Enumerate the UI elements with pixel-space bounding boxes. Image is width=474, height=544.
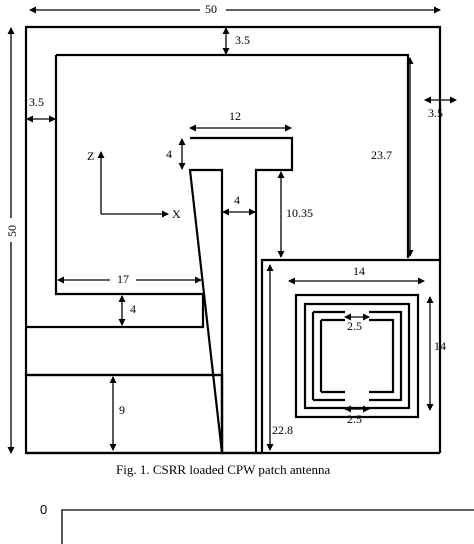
z-axis-label: Z bbox=[87, 149, 94, 163]
dim-right-ground: 22.8 bbox=[272, 423, 293, 437]
dim-height-left: 50 bbox=[5, 225, 19, 237]
t-patch-outline bbox=[188, 136, 294, 454]
dim-gap-top: 3.5 bbox=[235, 33, 250, 47]
dim-csrr-width: 14 bbox=[353, 264, 365, 278]
dim-patch-height: 4 bbox=[166, 147, 172, 161]
dim-right-arm: 23.7 bbox=[371, 148, 392, 162]
x-axis-label: X bbox=[172, 207, 181, 221]
next-panel-axis-tick: 0 bbox=[40, 502, 47, 517]
csrr-resonator bbox=[294, 293, 420, 419]
dim-bottom-arm: 17 bbox=[117, 272, 129, 286]
main-conductor-outline bbox=[24, 25, 442, 455]
coordinate-axes bbox=[97, 151, 169, 218]
dim-width-top: 50 bbox=[205, 2, 217, 16]
dim-csrr-top-gap: 2.5 bbox=[347, 319, 362, 333]
dim-ground-height: 9 bbox=[119, 403, 125, 417]
dim-gap-left: 3.5 bbox=[29, 95, 44, 109]
dim-feed-width: 4 bbox=[234, 193, 240, 207]
dim-gap-right: 3.5 bbox=[428, 106, 443, 120]
dim-feed-gap: 10.35 bbox=[286, 206, 313, 220]
figure-caption: Fig. 1. CSRR loaded CPW patch antenna bbox=[116, 462, 330, 477]
dim-patch-width: 12 bbox=[229, 109, 241, 123]
dim-csrr-bottom-gap: 2.5 bbox=[347, 412, 362, 426]
dim-bottom-arm-width: 4 bbox=[130, 302, 136, 316]
next-panel-frame bbox=[61, 509, 474, 544]
dim-csrr-height: 14 bbox=[434, 339, 446, 353]
inner-slot-outline bbox=[56, 53, 410, 258]
bottom-arm-outline bbox=[26, 55, 205, 329]
